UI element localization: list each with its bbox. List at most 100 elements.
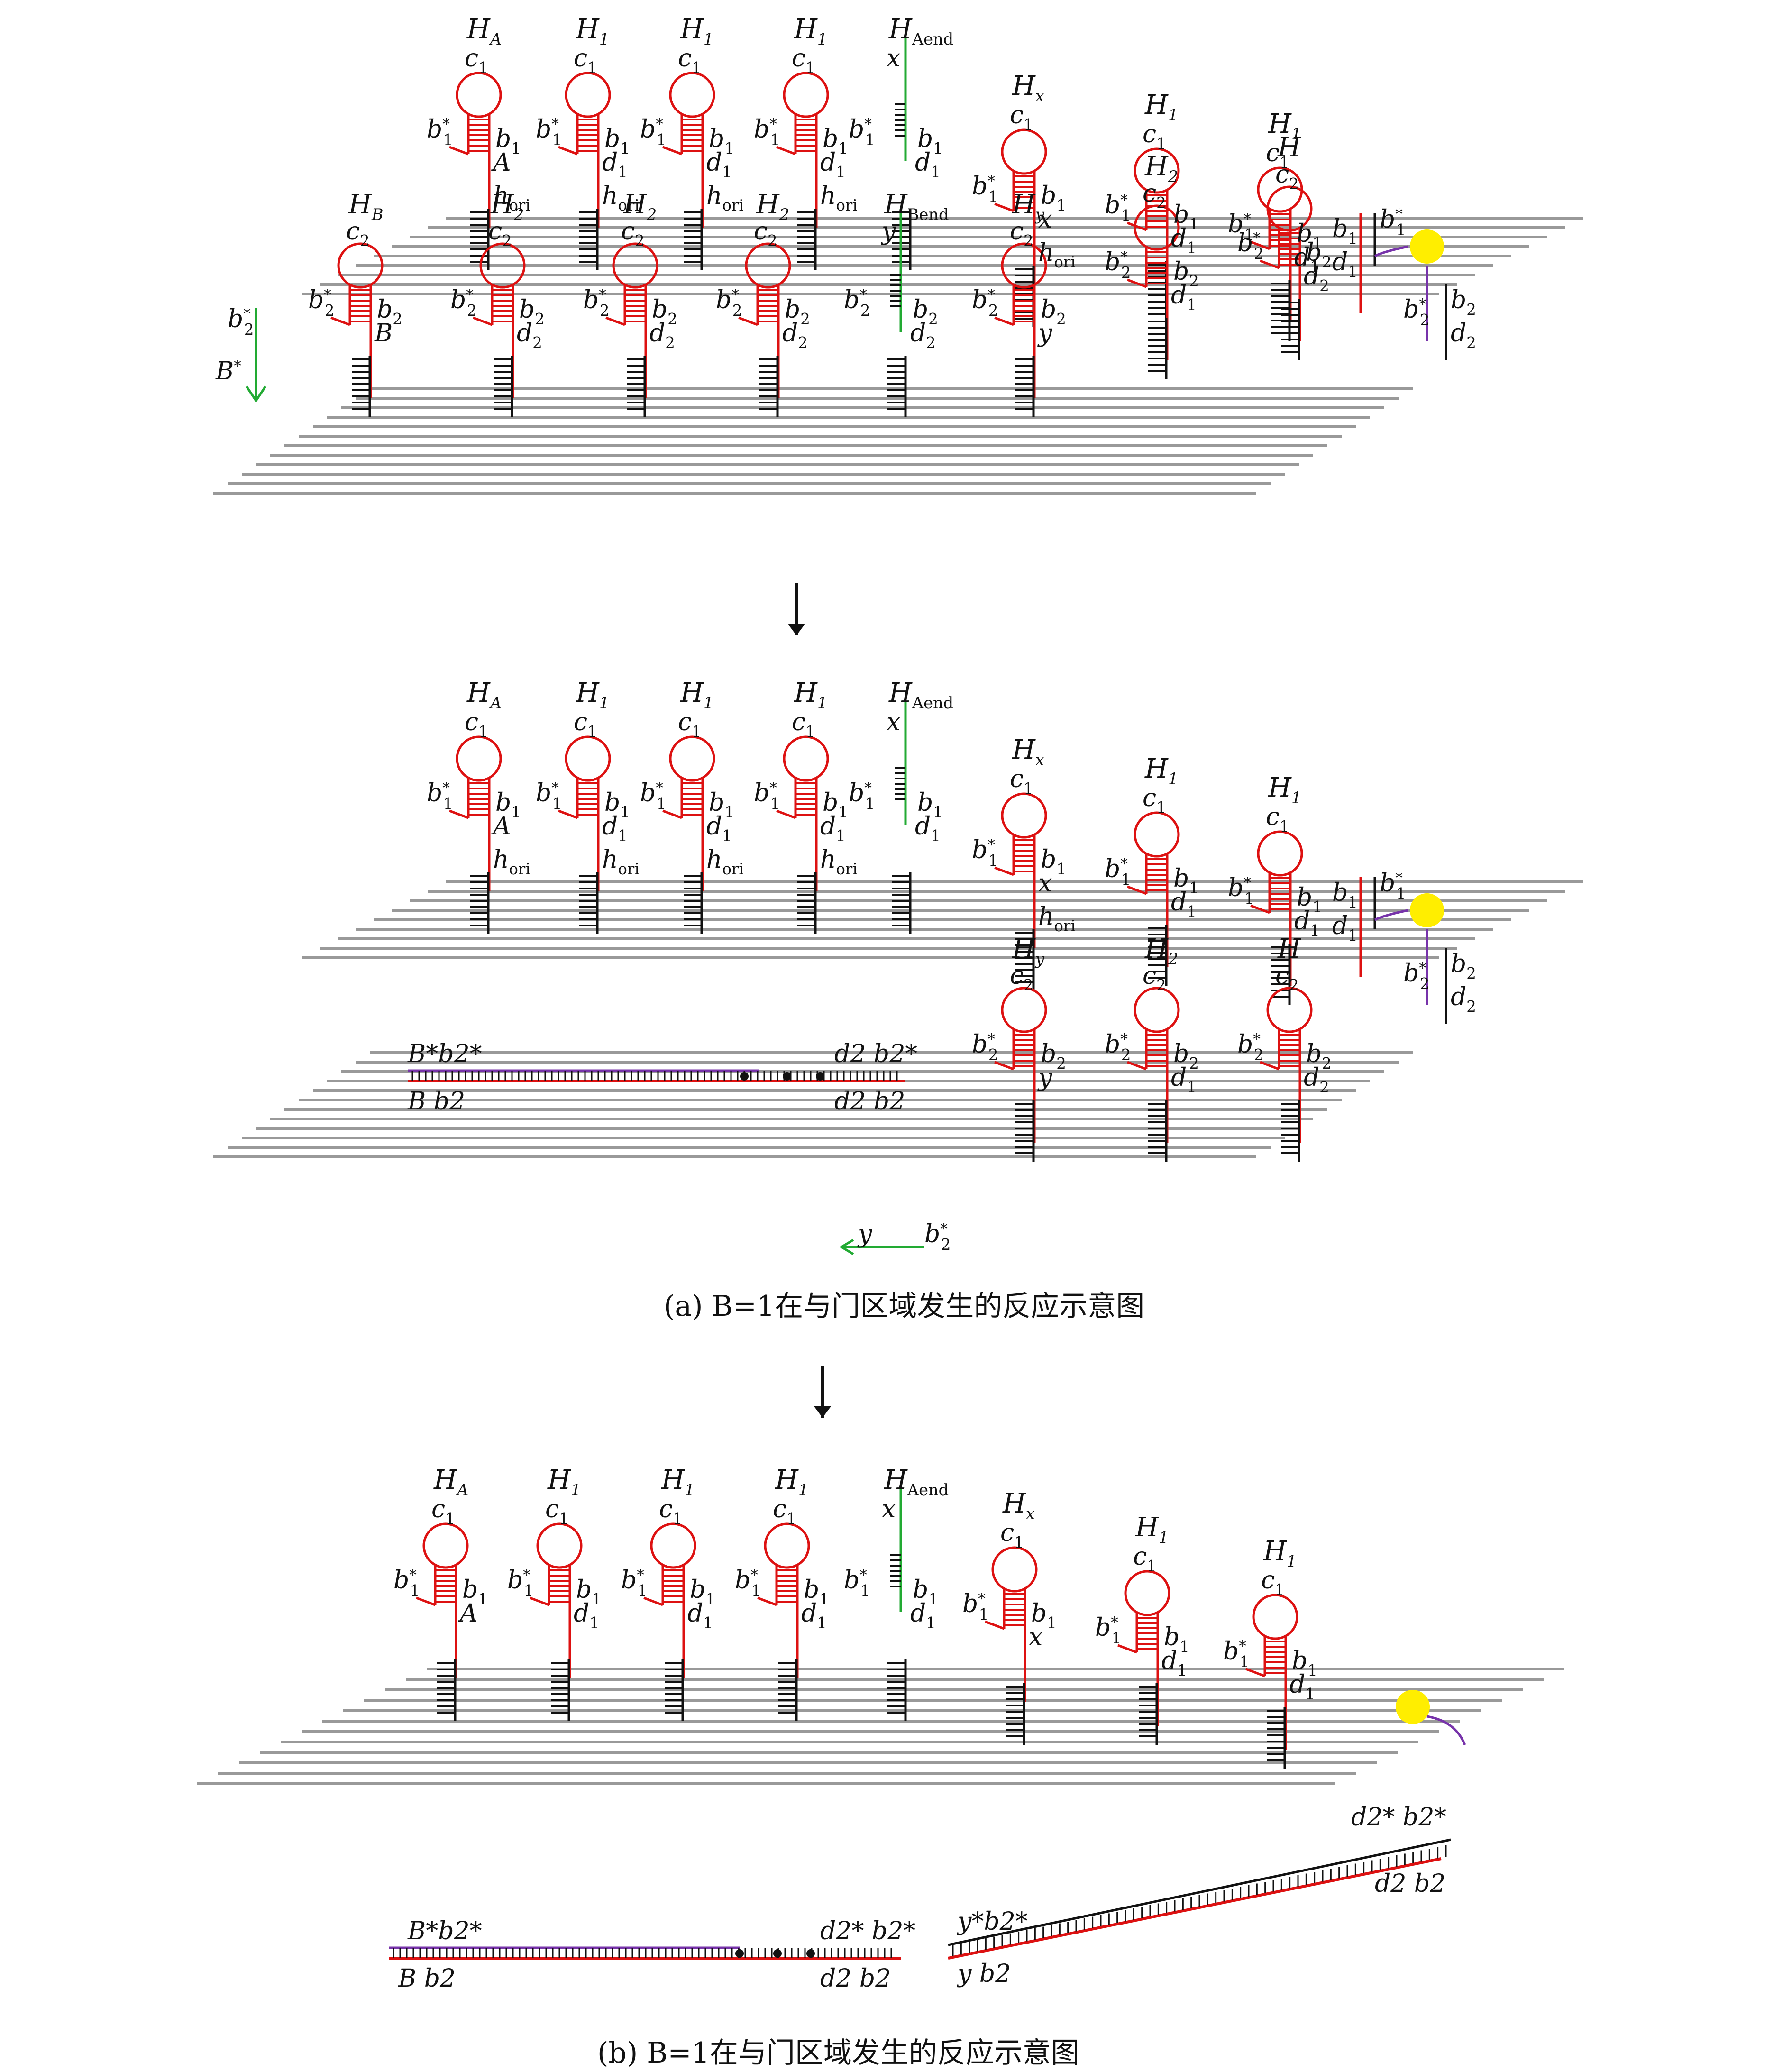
- label-base: d: [1171, 1064, 1187, 1092]
- label-base: A: [491, 148, 511, 177]
- hairpin-name: H1: [1263, 1536, 1297, 1570]
- hairpin-name: H1: [794, 14, 827, 48]
- label-sub: 1: [620, 139, 630, 157]
- background-planes: [197, 217, 1583, 1785]
- label-sub: 1: [638, 1582, 648, 1600]
- hairpin-name-sub: 1: [1291, 125, 1301, 143]
- label-base: b: [1223, 1637, 1239, 1666]
- label-sub: 2: [1466, 964, 1476, 982]
- label-sub: 1: [928, 1590, 938, 1608]
- hairpin-name-sub: x: [1026, 1504, 1035, 1523]
- label-base: c: [1133, 1542, 1147, 1571]
- label-sub: 1: [931, 827, 941, 845]
- label-sub: 1: [1240, 1653, 1250, 1671]
- hairpin-name-sub: A: [489, 30, 502, 48]
- label-star: *: [1395, 870, 1403, 887]
- label-base: c: [792, 708, 805, 736]
- label-base: b: [1173, 201, 1189, 229]
- label-sub: 1: [478, 723, 488, 741]
- domain-label: hori: [602, 845, 640, 878]
- hairpin-name-sub: x: [1035, 87, 1044, 105]
- hairpin-loop: [1134, 204, 1180, 251]
- label-sub: 1: [1024, 779, 1033, 798]
- domain-label: c1: [574, 708, 597, 741]
- label-sub: 1: [1056, 860, 1066, 878]
- label-base: b: [849, 115, 864, 144]
- label-sub: 2: [941, 1236, 951, 1254]
- label-base: h: [602, 182, 618, 210]
- fluorophore: [1396, 1690, 1430, 1724]
- domain-label: c1: [1261, 1566, 1285, 1599]
- toehold: [738, 316, 758, 326]
- hairpin: [994, 792, 1047, 991]
- domain-label: b*2: [1105, 248, 1131, 282]
- hairpin-name: H1: [547, 1465, 581, 1499]
- domain-label: b*2: [1403, 959, 1429, 993]
- hairpin-loop: [669, 72, 715, 118]
- label-star: *: [987, 286, 995, 303]
- domain-label: b1: [1041, 182, 1066, 214]
- label-sub: 1: [587, 723, 597, 741]
- domain-label: d1: [706, 148, 732, 181]
- label-base: c: [346, 217, 360, 246]
- chain-dot: [735, 1949, 744, 1958]
- label-sub: 2: [1121, 1046, 1131, 1064]
- domain-label: d1: [687, 1599, 713, 1632]
- label-base: b: [1297, 220, 1312, 248]
- label-sub: 1: [705, 1590, 715, 1608]
- domain-label: b1: [604, 788, 630, 821]
- label-base: c: [792, 44, 805, 73]
- label-base: c: [465, 708, 478, 736]
- label-sub: 2: [360, 232, 370, 250]
- toehold: [416, 1596, 436, 1606]
- domain-label: b2: [377, 295, 402, 328]
- toehold: [473, 316, 493, 326]
- domain-label: d1: [1294, 243, 1320, 276]
- hairpin-name: H1: [680, 14, 713, 48]
- label-sub: 1: [838, 139, 848, 157]
- hairpin-loop: [783, 735, 829, 782]
- domain-label: b*1: [536, 779, 562, 813]
- label-base: b: [1237, 1030, 1253, 1059]
- label-base: y: [1037, 1064, 1052, 1092]
- label-sub: 1: [1156, 798, 1166, 816]
- label-base: d: [1451, 983, 1466, 1011]
- label-sub: 1: [1307, 1661, 1317, 1679]
- hairpin: [449, 735, 502, 934]
- label-star: *: [859, 286, 867, 303]
- label-base: c: [431, 1495, 445, 1523]
- label-base: b: [1297, 883, 1312, 912]
- hairpin-name: HB: [348, 189, 384, 224]
- domain-label: b2: [1173, 1040, 1199, 1073]
- hairpin-name-base: H: [1012, 189, 1036, 220]
- label-sub: 1: [1177, 1661, 1187, 1679]
- domain-label: c1: [1266, 803, 1289, 835]
- domain-label: B*: [215, 357, 241, 385]
- label-sub: 2: [1466, 998, 1476, 1016]
- label-base: d: [910, 319, 926, 348]
- label-base: b: [377, 295, 393, 324]
- label-base: b: [913, 1576, 928, 1604]
- domain-label: d1: [915, 148, 941, 181]
- label-star: *: [864, 116, 872, 133]
- label-base: b: [1041, 845, 1056, 874]
- domain-label: b*1: [1228, 210, 1254, 244]
- label-star: *: [1419, 960, 1426, 977]
- domain-label: b*1: [1228, 874, 1254, 908]
- hairpin-name-base: H: [680, 14, 704, 45]
- label-sub: 1: [926, 1614, 936, 1632]
- label-star: *: [409, 1567, 417, 1584]
- label-star: *: [243, 305, 251, 322]
- domain-label: c1: [678, 44, 702, 77]
- label-base: b: [640, 779, 656, 807]
- label-base: d: [517, 319, 532, 348]
- hairpin-name-sub: 1: [817, 30, 827, 48]
- label-sub: 1: [443, 131, 453, 149]
- domain-label: c2: [1010, 217, 1033, 250]
- label-base: b: [1228, 874, 1243, 902]
- label-base: b: [495, 788, 511, 817]
- toehold: [605, 316, 625, 326]
- label-sub: ori: [509, 860, 530, 878]
- toehold: [1117, 1644, 1137, 1654]
- hairpin: [558, 735, 611, 934]
